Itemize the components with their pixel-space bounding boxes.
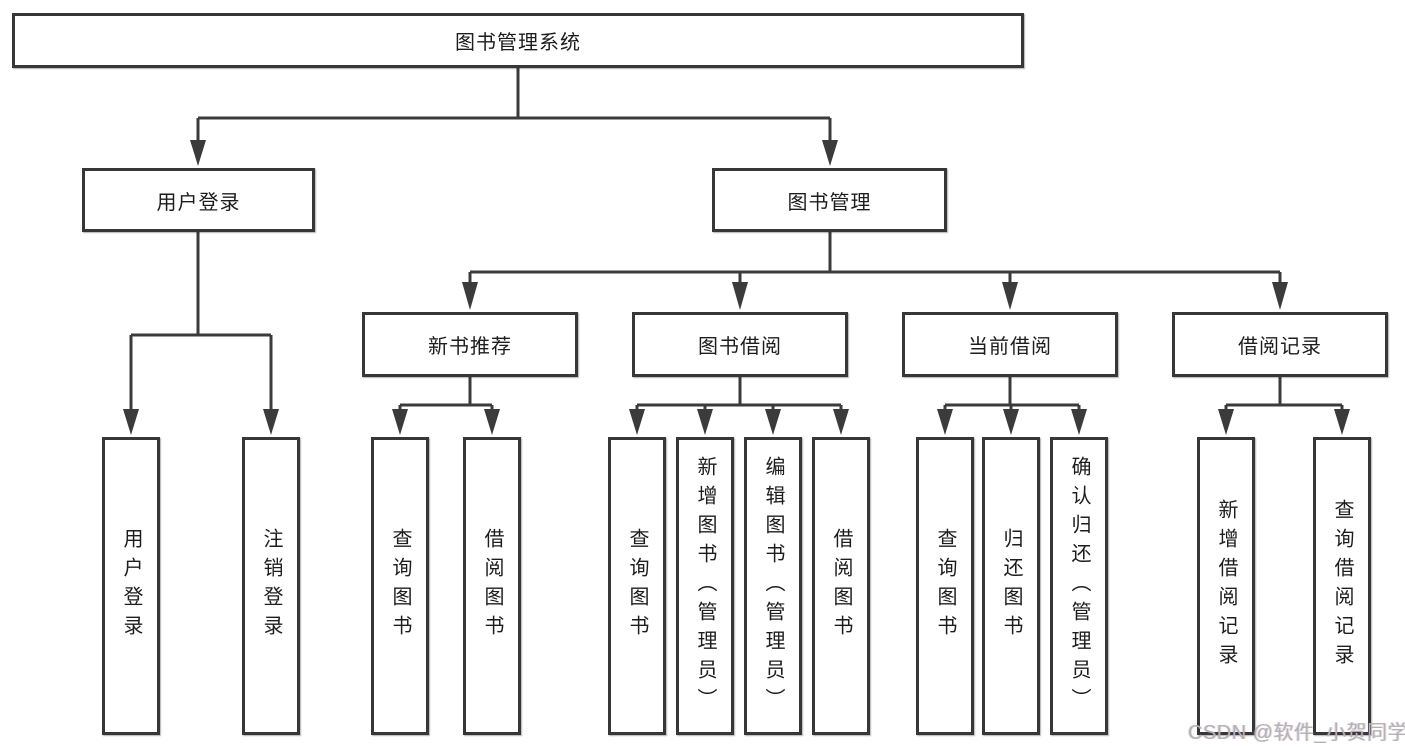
node-label: 图书借阅 [698,336,782,358]
node-book-borrow: 图书借阅 [632,312,848,377]
node-label: 查询借阅记录 [1331,499,1353,673]
node-leaf-user-login: 用户登录 [102,437,160,735]
node-leaf-bb-borrow-book: 借阅图书 [812,437,870,735]
node-label: 用户登录 [120,528,142,644]
node-leaf-rec-borrow-book: 借阅图书 [463,437,521,735]
node-current-borrow: 当前借阅 [902,312,1118,377]
connector-root-to-level1 [190,68,838,166]
node-label: 查询图书 [934,528,956,644]
node-leaf-bb-query-book: 查询图书 [608,437,666,735]
connector-new-book-rec-children [392,377,500,435]
node-label: 图书管理 [787,191,872,214]
node-label: 用户登录 [156,191,241,214]
node-label: 注销登录 [260,528,282,644]
node-borrow-records: 借阅记录 [1172,312,1388,377]
node-new-book-rec: 新书推荐 [362,312,578,377]
node-label: 借阅图书 [830,528,852,644]
node-label: 新增图书（管理员） [694,455,716,717]
node-leaf-cb-query-book: 查询图书 [916,437,974,735]
node-leaf-rec-query-book: 查询图书 [371,437,429,735]
node-label: 编辑图书（管理员） [762,455,784,717]
node-book-mgmt: 图书管理 [712,168,947,232]
connector-borrow-records-children [1218,377,1350,435]
node-label: 图书管理系统 [455,32,581,54]
node-label: 查询图书 [626,528,648,644]
node-label: 归还图书 [1000,528,1022,644]
node-root: 图书管理系统 [12,13,1024,68]
node-label: 当前借阅 [968,336,1052,358]
connector-book-mgmt-children [462,232,1288,310]
csdn-watermark: CSDN @软件_小贺同学 [1188,722,1405,744]
node-leaf-br-query-record: 查询借阅记录 [1313,437,1371,735]
node-user-login: 用户登录 [82,168,315,232]
connector-user-login-children [123,232,279,435]
node-leaf-bb-edit-book: 编辑图书（管理员） [744,437,802,735]
node-leaf-cb-confirm-return: 确认归还（管理员） [1050,437,1108,735]
node-leaf-br-add-record: 新增借阅记录 [1197,437,1255,735]
node-leaf-cb-return-book: 归还图书 [982,437,1040,735]
node-label: 借阅记录 [1238,336,1322,358]
node-label: 新书推荐 [428,336,512,358]
connector-book-borrow-children [629,377,849,435]
node-leaf-bb-add-book: 新增图书（管理员） [676,437,734,735]
node-label: 新增借阅记录 [1215,499,1237,673]
node-leaf-logout: 注销登录 [242,437,300,735]
node-label: 确认归还（管理员） [1068,455,1090,717]
connector-current-borrow-children [937,377,1087,435]
node-label: 借阅图书 [481,528,503,644]
node-label: 查询图书 [389,528,411,644]
